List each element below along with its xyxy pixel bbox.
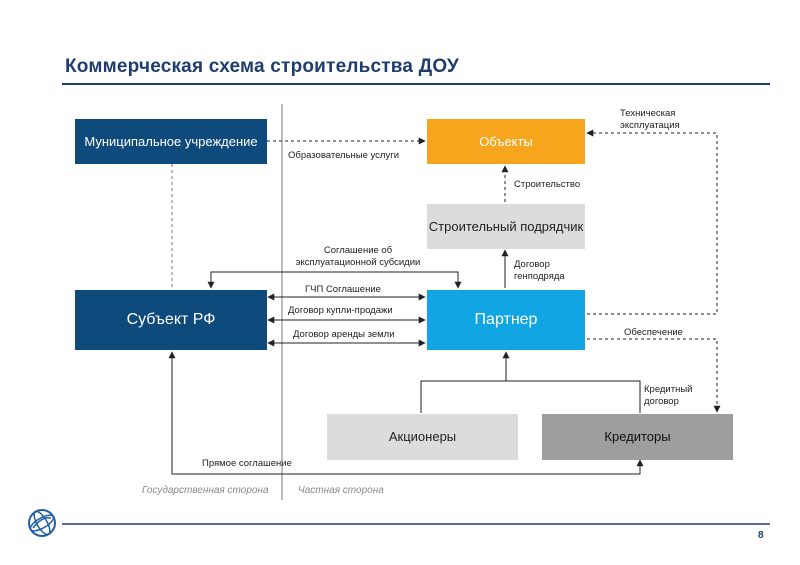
subsidy-agreement-arrow [207, 271, 462, 289]
label-purchase-contract: Договор купли-продажи [288, 305, 393, 316]
title-divider [62, 83, 770, 85]
label-security: Обеспечение [624, 327, 683, 338]
box-partner: Партнер [427, 290, 585, 350]
label-land-lease: Договор аренды земли [293, 329, 395, 340]
label-tech-exploitation: Техническая эксплуатация [620, 108, 680, 131]
label-ppp-agreement: ГЧП Соглашение [305, 284, 381, 295]
box-shareholders: Акционеры [327, 414, 518, 460]
box-municipal: Муниципальное учреждение [75, 119, 267, 164]
page-number: 8 [758, 530, 764, 541]
label-private-side: Частная сторона [298, 485, 384, 496]
box-objects: Объекты [427, 119, 585, 164]
label-state-side: Государственная сторона [142, 485, 269, 496]
tech-exploitation-arrow [586, 129, 718, 315]
label-construction: Строительство [514, 179, 581, 190]
box-subject: Субъект РФ [75, 290, 267, 350]
globe-logo-icon [28, 509, 56, 537]
label-subsidy-agreement: Соглашение об эксплуатационной субсидии [295, 245, 421, 268]
security-arrow [587, 338, 721, 413]
page-title: Коммерческая схема строительства ДОУ [65, 56, 459, 77]
funding-bracket [420, 380, 641, 413]
label-edu-services: Образовательные услуги [288, 150, 399, 161]
box-creditors: Кредиторы [542, 414, 733, 460]
label-gen-contract: Договор генподряда [514, 259, 565, 282]
box-contractor: Строительный подрядчик [427, 204, 585, 249]
label-credit-contract: Кредитный договор [644, 384, 693, 407]
label-direct-agreement: Прямое соглашение [202, 458, 292, 469]
direct-agreement-arrow [168, 351, 644, 475]
